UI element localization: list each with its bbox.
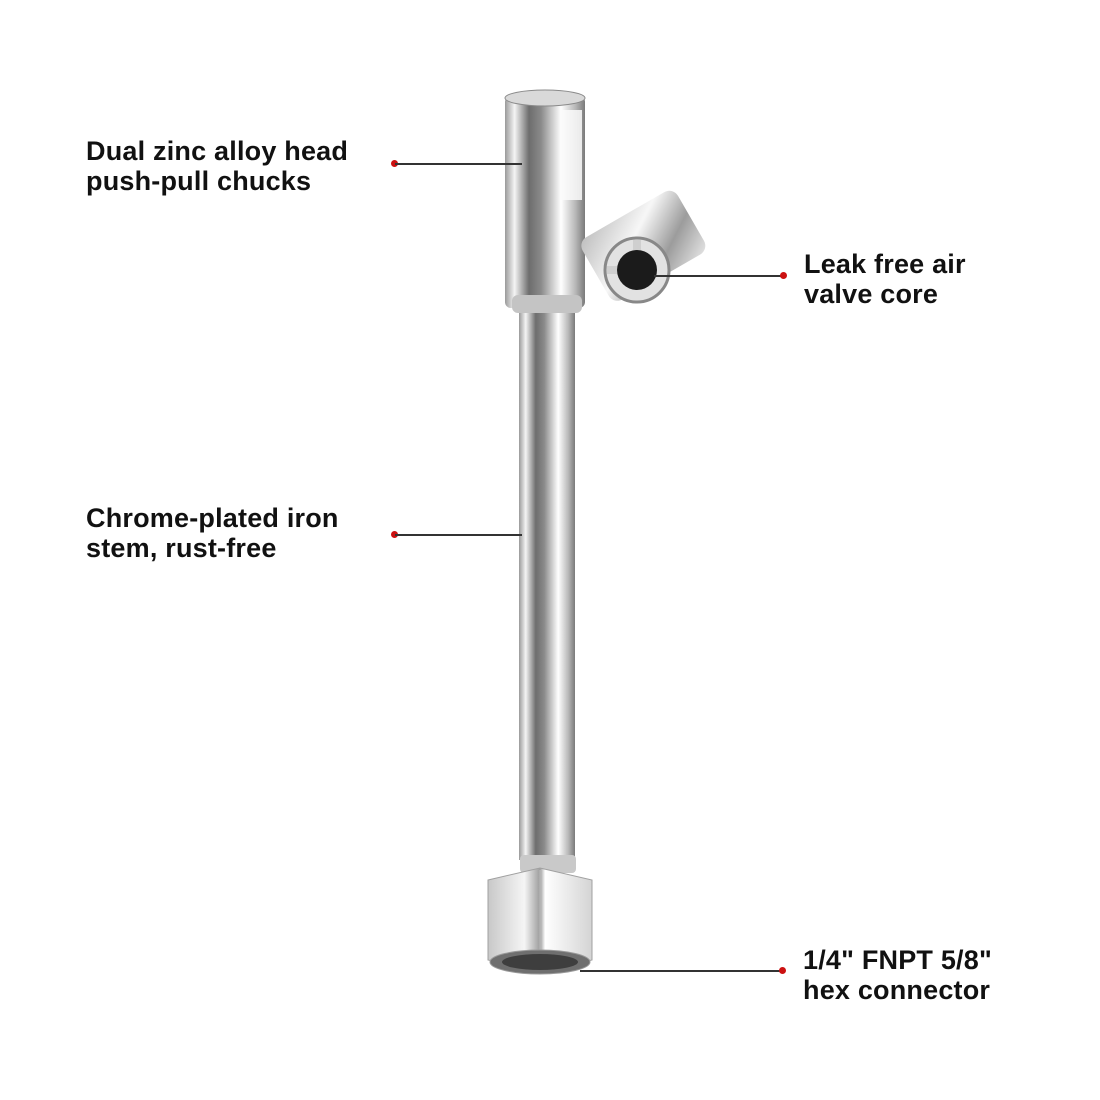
callout-head-dot <box>391 160 398 167</box>
callout-connector-line-2: hex connector <box>803 975 991 1005</box>
callout-connector-line-1: 1/4" FNPT 5/8" <box>803 945 992 975</box>
callout-head-line-2: push-pull chucks <box>86 166 312 196</box>
callout-head-leader-line <box>395 163 522 165</box>
callout-stem-dot <box>391 531 398 538</box>
callout-stem-line-1: Chrome-plated iron <box>86 503 339 533</box>
callout-stem-label: Chrome-plated iron stem, rust-free <box>86 503 339 563</box>
callout-head-label: Dual zinc alloy head push-pull chucks <box>86 136 348 196</box>
callout-connector-leader-line <box>580 970 782 972</box>
callout-valve-line-2: valve core <box>804 279 939 309</box>
callout-valve-leader-line <box>654 275 784 277</box>
callout-connector-label: 1/4" FNPT 5/8" hex connector <box>803 945 992 1005</box>
callout-valve-label: Leak free air valve core <box>804 249 966 309</box>
callout-head-line-1: Dual zinc alloy head <box>86 136 349 166</box>
callout-valve-dot <box>780 272 787 279</box>
callout-connector-dot <box>779 967 786 974</box>
callout-stem-leader-line <box>395 534 522 536</box>
stem-tube <box>519 300 575 860</box>
callout-stem-line-2: stem, rust-free <box>86 533 277 563</box>
callout-valve-line-1: Leak free air <box>804 249 966 279</box>
